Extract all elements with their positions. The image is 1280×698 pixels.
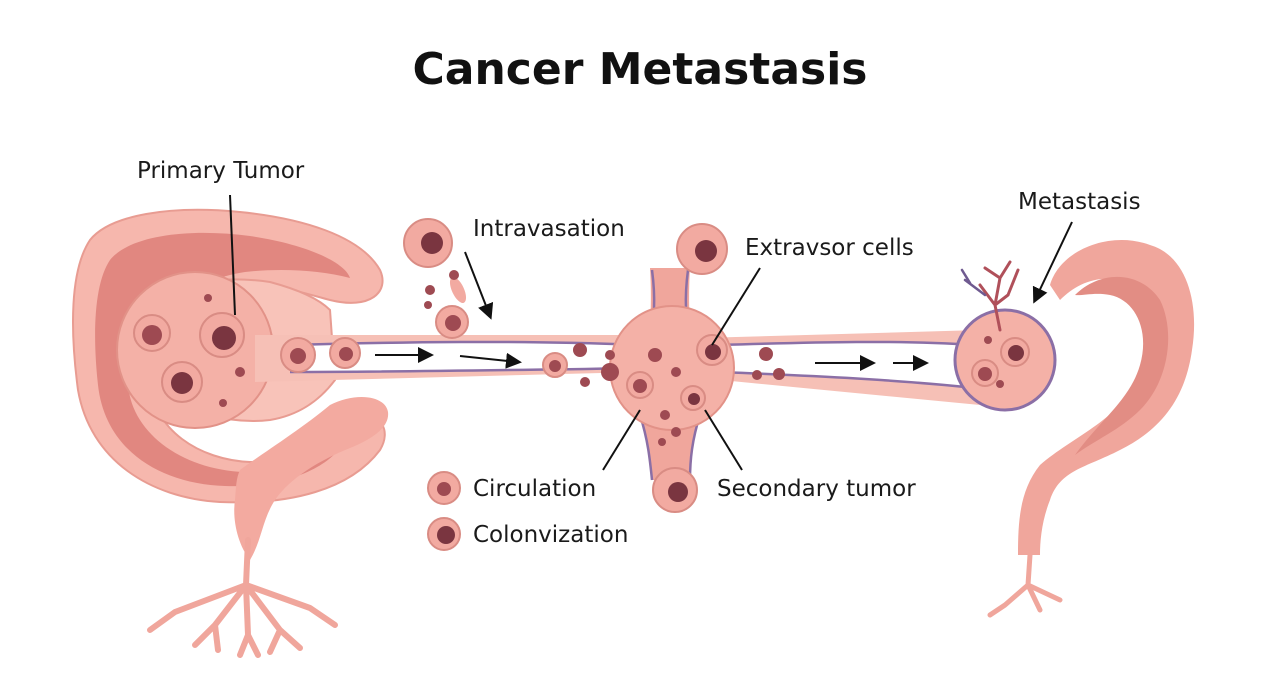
legend: Circulation Colonvization	[427, 471, 628, 551]
label-primary-tumor: Primary Tumor	[137, 158, 305, 184]
leader-extravasor	[711, 267, 761, 346]
metastasis-organ-inner	[1075, 276, 1169, 455]
primary-tumor-mass	[116, 271, 274, 429]
label-metastasis: Metastasis	[1018, 189, 1141, 215]
lower-vessel	[640, 415, 700, 480]
circulating-cells-right	[752, 347, 785, 380]
intravasating-cells	[403, 218, 469, 339]
leader-primary-tumor	[229, 194, 236, 316]
label-colonization: Colonvization	[473, 522, 628, 548]
leader-metastasis	[1032, 221, 1073, 304]
label-secondary-tumor: Secondary tumor	[717, 476, 916, 502]
metastasis-organ	[953, 239, 1195, 618]
leader-secondary-tumor	[704, 409, 743, 471]
right-vessel-lumen	[720, 341, 975, 388]
secondary-tumor-site	[601, 305, 735, 446]
metastasis-branch-vessels	[978, 260, 1020, 332]
primary-organ-duct	[234, 396, 389, 560]
lower-cell	[652, 467, 698, 513]
label-extravasor-cells: Extravsor cells	[745, 235, 914, 261]
leader-circulation	[602, 409, 641, 471]
primary-organ	[72, 208, 389, 658]
primary-organ-roots	[147, 537, 338, 658]
label-circulation: Circulation	[473, 476, 596, 502]
label-intravasation: Intravasation	[473, 216, 625, 242]
extravasating-cell	[676, 223, 728, 275]
flow-arrow-2	[459, 352, 522, 369]
circulating-cells-left	[280, 337, 615, 387]
flow-arrows	[375, 347, 929, 371]
legend-colonization: Colonvization	[427, 517, 628, 551]
leader-intravasation	[464, 251, 494, 320]
primary-tumor-cells	[133, 294, 265, 407]
metastasis-organ-roots	[987, 552, 1063, 618]
legend-circulation: Circulation	[427, 471, 596, 505]
diagram-title: Cancer Metastasis	[413, 44, 868, 95]
